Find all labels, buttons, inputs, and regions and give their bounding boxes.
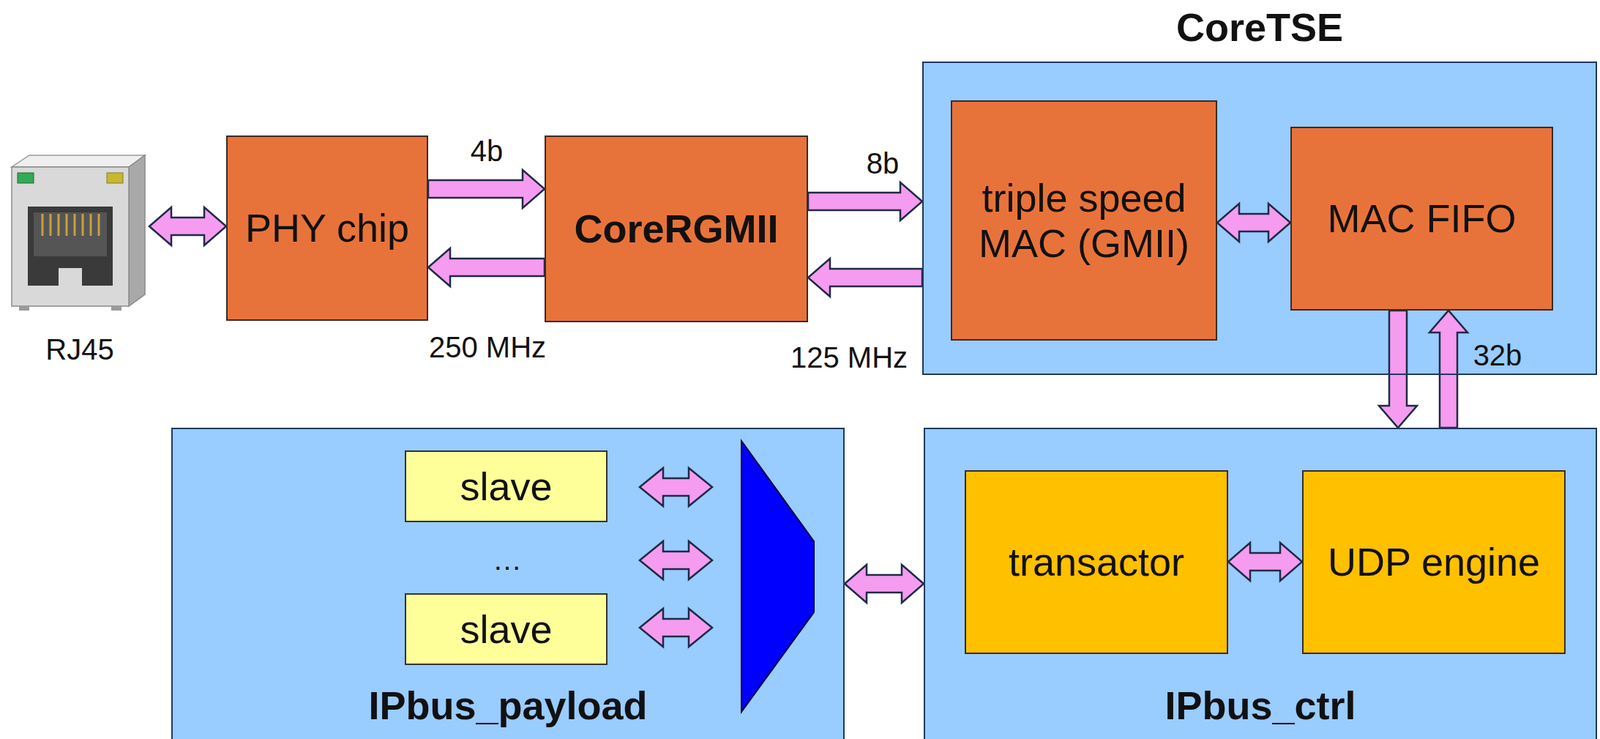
panel-fill <box>171 427 845 739</box>
bus-arrow <box>808 258 923 297</box>
panel-fill <box>923 427 1598 739</box>
signal-label: 125 MHz <box>790 340 908 375</box>
mac-box: triple speed MAC (GMII) <box>950 100 1218 341</box>
bus-arrow <box>149 207 227 246</box>
ip-core-box: CoreRGMII <box>544 135 809 323</box>
label-anchor: … <box>492 542 522 577</box>
panel-title: IPbus_ctrl <box>1164 682 1356 728</box>
green-led <box>17 172 34 183</box>
jack-pins <box>42 213 99 236</box>
bus-arrow <box>639 608 713 647</box>
bus-arrow <box>1429 310 1468 428</box>
chip-box: PHY chip <box>226 135 429 321</box>
bus-arrow <box>844 564 924 603</box>
signal-label: 32b <box>1473 338 1523 372</box>
panel-fill <box>922 61 1598 375</box>
transactor-box: transactor <box>964 469 1229 654</box>
bus-arrow <box>639 467 713 506</box>
label-anchor: 32b <box>1473 338 1523 372</box>
label-anchor: 4b <box>470 133 504 168</box>
signal-label: … <box>492 542 522 577</box>
pin <box>65 213 69 236</box>
pin <box>90 213 93 236</box>
jack-side <box>128 155 145 306</box>
box-label: UDP engine <box>1327 538 1540 585</box>
pin <box>57 213 61 236</box>
box-label: MAC FIFO <box>1327 195 1517 241</box>
pin <box>49 213 52 236</box>
pin <box>41 213 44 236</box>
box-label: CoreRGMII <box>573 205 779 252</box>
payload-panel: IPbus_payload slave slave <box>171 427 845 739</box>
pin <box>73 213 77 236</box>
jack-front <box>11 166 129 306</box>
label-anchor: 250 MHz <box>428 330 547 364</box>
label-anchor: 125 MHz <box>790 340 908 375</box>
slave-box: slave <box>404 450 608 522</box>
jack-tab-notch <box>58 267 82 286</box>
jack-opening <box>27 206 113 286</box>
bus-arrow <box>428 248 545 287</box>
slave-box: slave <box>404 592 608 665</box>
fifo-box: MAC FIFO <box>1290 126 1554 311</box>
udp-box: UDP engine <box>1302 469 1566 654</box>
box-label: PHY chip <box>245 204 410 251</box>
core-panel: CoreTSEtriple speed MAC (GMII)MAC FIFO <box>922 61 1598 375</box>
box-label: slave <box>459 463 552 509</box>
jack-foot <box>111 305 122 311</box>
bus-arrow <box>1228 542 1303 581</box>
bus-arrow <box>1217 203 1291 242</box>
box-label: transactor <box>1008 538 1185 585</box>
box-label: RJ45 <box>45 332 114 366</box>
control-panel: IPbus_ctrl transactor UDP engine <box>923 427 1598 739</box>
label-anchor: 8b <box>866 146 900 181</box>
yellow-led <box>106 172 123 183</box>
multiplexer-symbol <box>741 440 814 712</box>
jack-top <box>11 155 145 167</box>
rj45-connector: RJ45 <box>10 150 150 366</box>
box-label: triple speed MAC (GMII) <box>963 174 1205 266</box>
bus-arrow <box>1378 310 1418 428</box>
signal-label: 8b <box>866 146 900 181</box>
signal-label: 4b <box>470 133 504 168</box>
panel-title: CoreTSE <box>1176 4 1344 50</box>
bus-arrow <box>428 169 545 208</box>
jack-foot <box>19 305 30 311</box>
pin <box>98 213 101 236</box>
slave-bus-arrows <box>639 467 713 647</box>
jack-cavity <box>33 212 107 257</box>
pin <box>81 213 85 236</box>
rj45-jack-icon <box>11 155 145 311</box>
bus-arrow <box>808 182 923 221</box>
signal-label: 250 MHz <box>428 330 547 364</box>
panel-title: IPbus_payload <box>368 682 648 728</box>
bus-arrow <box>639 540 713 579</box>
box-label: slave <box>459 606 552 652</box>
